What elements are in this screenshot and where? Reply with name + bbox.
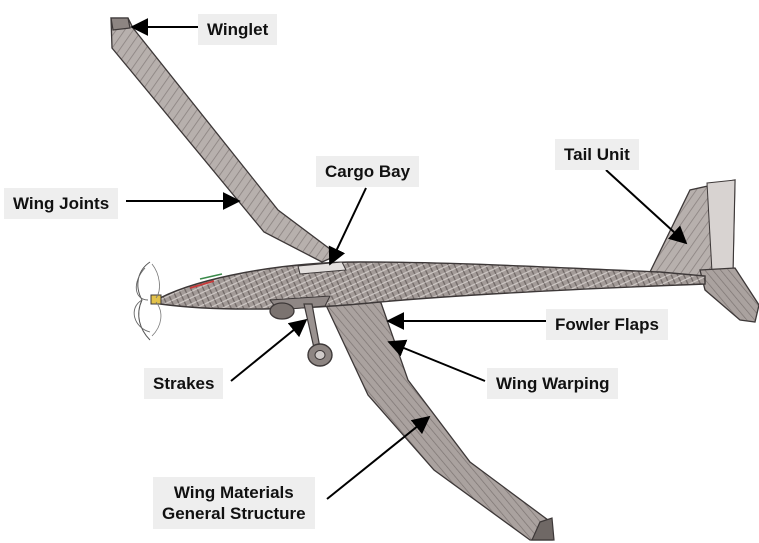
arrow-tail-unit — [606, 170, 686, 243]
horizontal-stabilizer — [700, 268, 759, 322]
label-winglet: Winglet — [198, 14, 277, 45]
label-wing-materials-general-structure: Wing Materials General Structure — [153, 477, 315, 529]
label-wing-joints: Wing Joints — [4, 188, 118, 219]
lower-wing — [325, 300, 552, 540]
aircraft-illustration — [111, 18, 759, 540]
propeller — [134, 262, 161, 340]
fuselage — [160, 262, 705, 309]
vertical-tail-edge — [707, 180, 735, 272]
label-tail-unit: Tail Unit — [555, 139, 639, 170]
label-general-structure: General Structure — [162, 503, 306, 524]
landing-gear — [270, 303, 332, 366]
label-wing-warping: Wing Warping — [487, 368, 618, 399]
arrow-wing-materials — [327, 417, 429, 499]
arrow-strakes — [231, 320, 306, 381]
label-cargo-bay: Cargo Bay — [316, 156, 419, 187]
winglet-tip — [111, 18, 130, 30]
label-wing-materials: Wing Materials — [162, 482, 306, 503]
label-fowler-flaps: Fowler Flaps — [546, 309, 668, 340]
arrow-cargo-bay — [330, 188, 366, 264]
label-strakes: Strakes — [144, 368, 223, 399]
upper-wing — [111, 18, 338, 262]
